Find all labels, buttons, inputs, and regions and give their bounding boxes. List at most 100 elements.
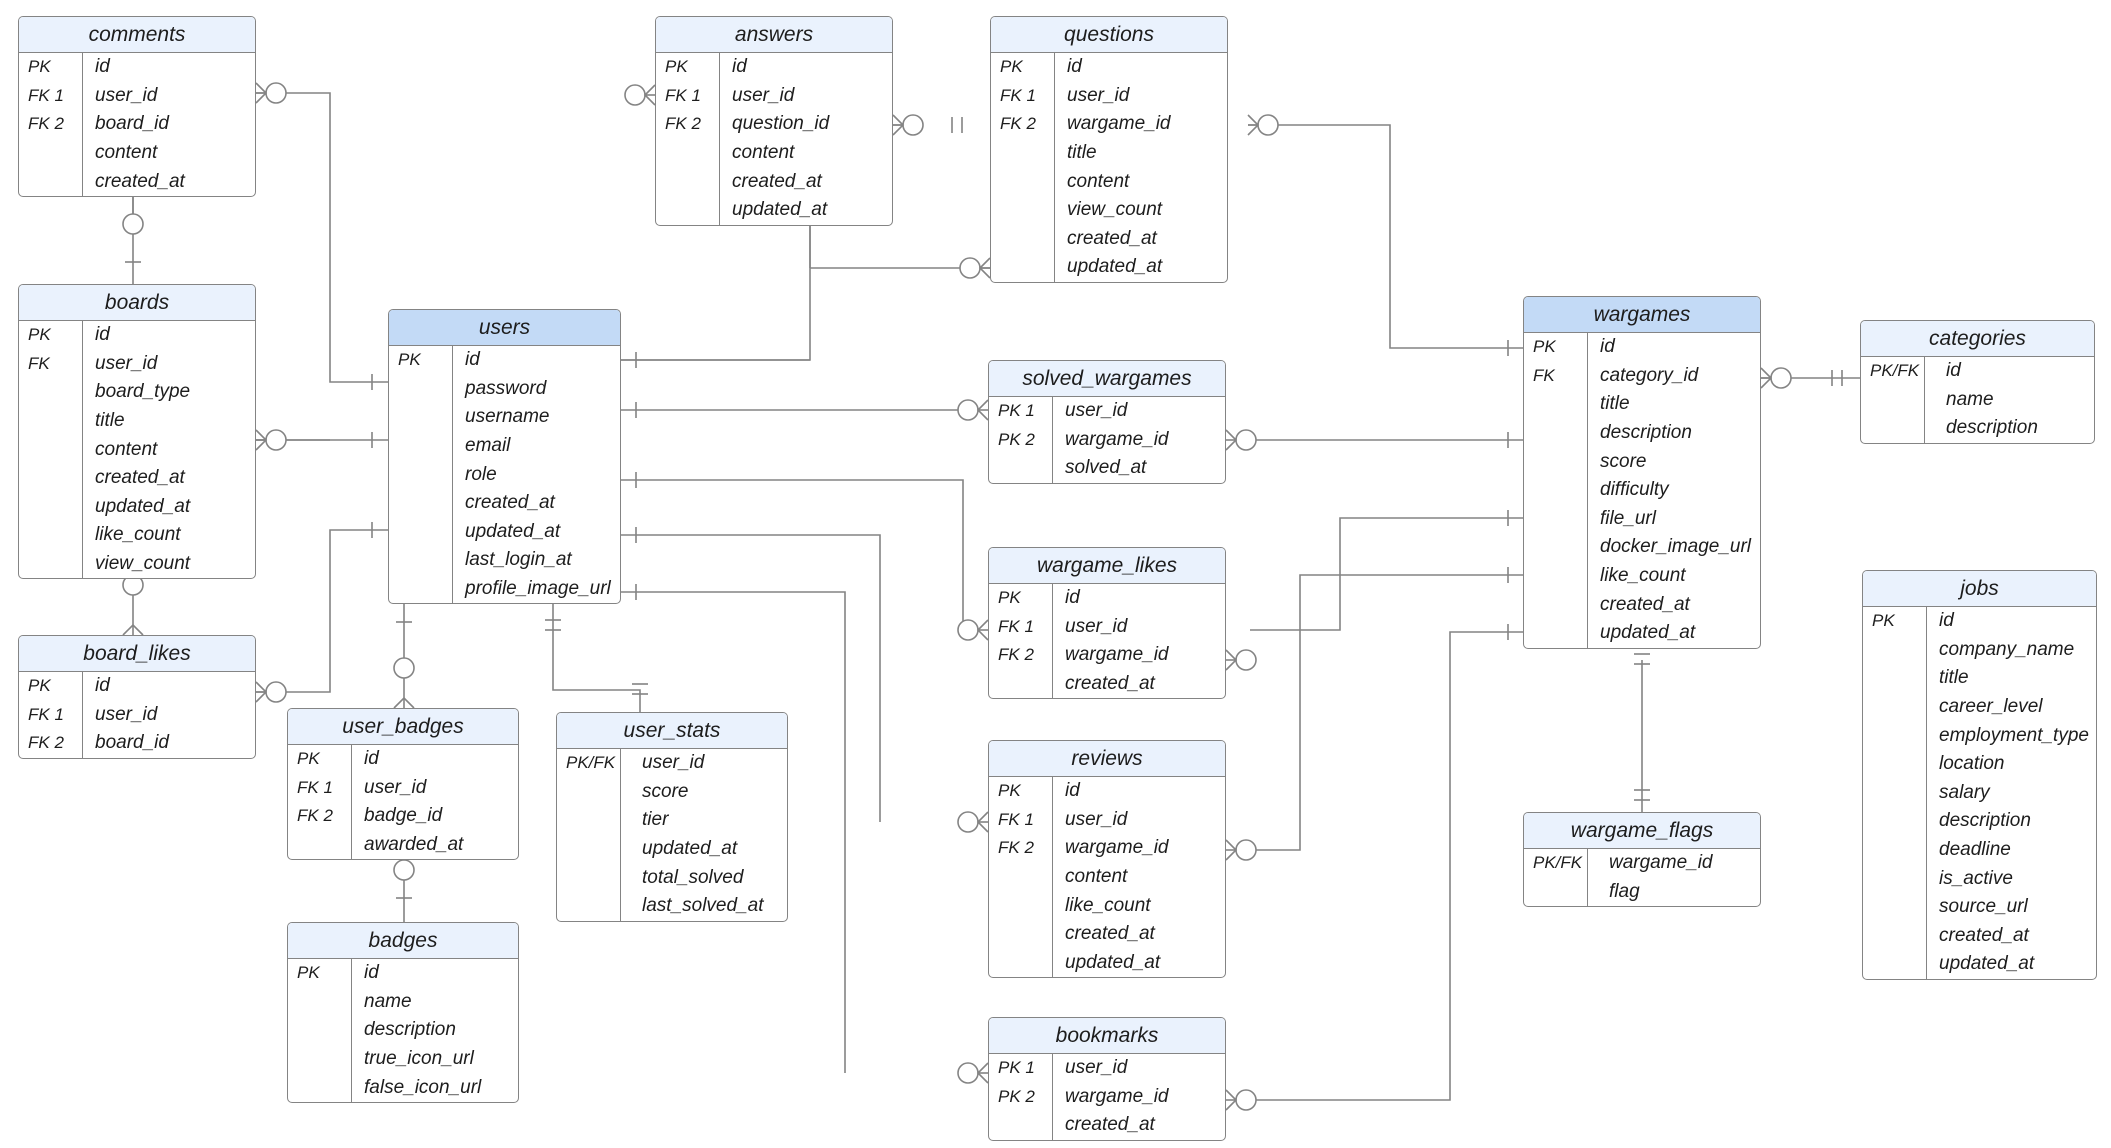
entity-column-row: title [1524,390,1760,419]
column-name-label: title [1600,393,1630,415]
column-name-label: created_at [1067,227,1157,249]
entity-column-row: board_type [19,378,255,407]
column-name-label: user_id [1065,808,1128,830]
column-name-label: user_id [364,776,427,798]
column-key-label: PK [297,963,320,983]
column-name-label: id [1946,360,1961,382]
entity-column-row: description [1863,807,2096,836]
column-key-label: PK/FK [1533,853,1583,873]
column-name-label: source_url [1939,896,2028,918]
column-name-label: id [1065,587,1080,609]
entity-column-row: updated_at [19,493,255,522]
column-name-label: content [95,142,158,164]
column-name-label: id [95,324,110,346]
entity-table-title: categories [1861,321,2094,357]
column-name-label: updated_at [732,199,828,221]
entity-table-title: badges [288,923,518,959]
column-name-label: user_id [642,752,705,774]
column-name-label: created_at [1939,924,2029,946]
entity-column-row: updated_at [1524,619,1760,648]
entity-column-row: employment_type [1863,721,2096,750]
column-name-label: id [465,349,480,371]
entity-column-row: name [288,988,518,1017]
column-name-label: password [465,377,547,399]
column-key-label: FK 1 [1000,85,1036,105]
entity-column-row: location [1863,750,2096,779]
column-name-label: wargame_id [1065,644,1169,666]
column-name-label: id [1939,610,1954,632]
column-key-label: PK/FK [566,753,616,773]
column-name-label: user_id [1067,84,1130,106]
column-name-label: category_id [1600,364,1699,386]
column-name-label: id [1067,56,1082,78]
column-name-label: updated_at [1067,256,1163,278]
column-name-label: username [465,406,550,428]
entity-column-row: docker_image_url [1524,533,1760,562]
column-name-label: description [1946,417,2038,439]
column-name-label: description [1600,422,1692,444]
column-key-label: PK 2 [998,429,1035,449]
entity-table-title: user_badges [288,709,518,745]
column-name-label: created_at [1065,673,1155,695]
entity-column-row: created_at [989,920,1225,949]
entity-column-row: updated_at [989,949,1225,978]
column-name-label: updated_at [1065,951,1161,973]
entity-table-title: wargames [1524,297,1760,333]
column-name-label: wargame_id [1065,428,1169,450]
entity-column-row: username [389,403,620,432]
column-name-label: tier [642,809,669,831]
column-name-label: description [364,1019,456,1041]
entity-column-row: name [1861,386,2094,415]
entity-column-row: company_name [1863,636,2096,665]
column-name-label: user_id [95,84,158,106]
column-key-label: PK [28,676,51,696]
entity-column-row: content [19,435,255,464]
column-key-label: PK [998,781,1021,801]
entity-column-row: source_url [1863,893,2096,922]
column-name-label: company_name [1939,638,2075,660]
column-key-label: PK [297,749,320,769]
column-name-label: title [95,410,125,432]
column-name-label: user_id [95,703,158,725]
column-name-label: wargame_id [1065,1085,1169,1107]
column-key-label: FK 1 [297,777,333,797]
entity-column-row: deadline [1863,836,2096,865]
entity-column-row: role [389,460,620,489]
column-name-label: board_type [95,381,191,403]
column-name-label: deadline [1939,839,2011,861]
column-key-label: PK 2 [998,1086,1035,1106]
column-name-label: user_id [1065,400,1128,422]
column-key-label: FK 2 [1000,114,1036,134]
column-key-label: FK 1 [998,616,1034,636]
column-name-label: id [732,56,747,78]
entity-column-row: description [1524,419,1760,448]
column-name-label: wargame_id [1065,837,1169,859]
column-name-label: updated_at [465,520,561,542]
